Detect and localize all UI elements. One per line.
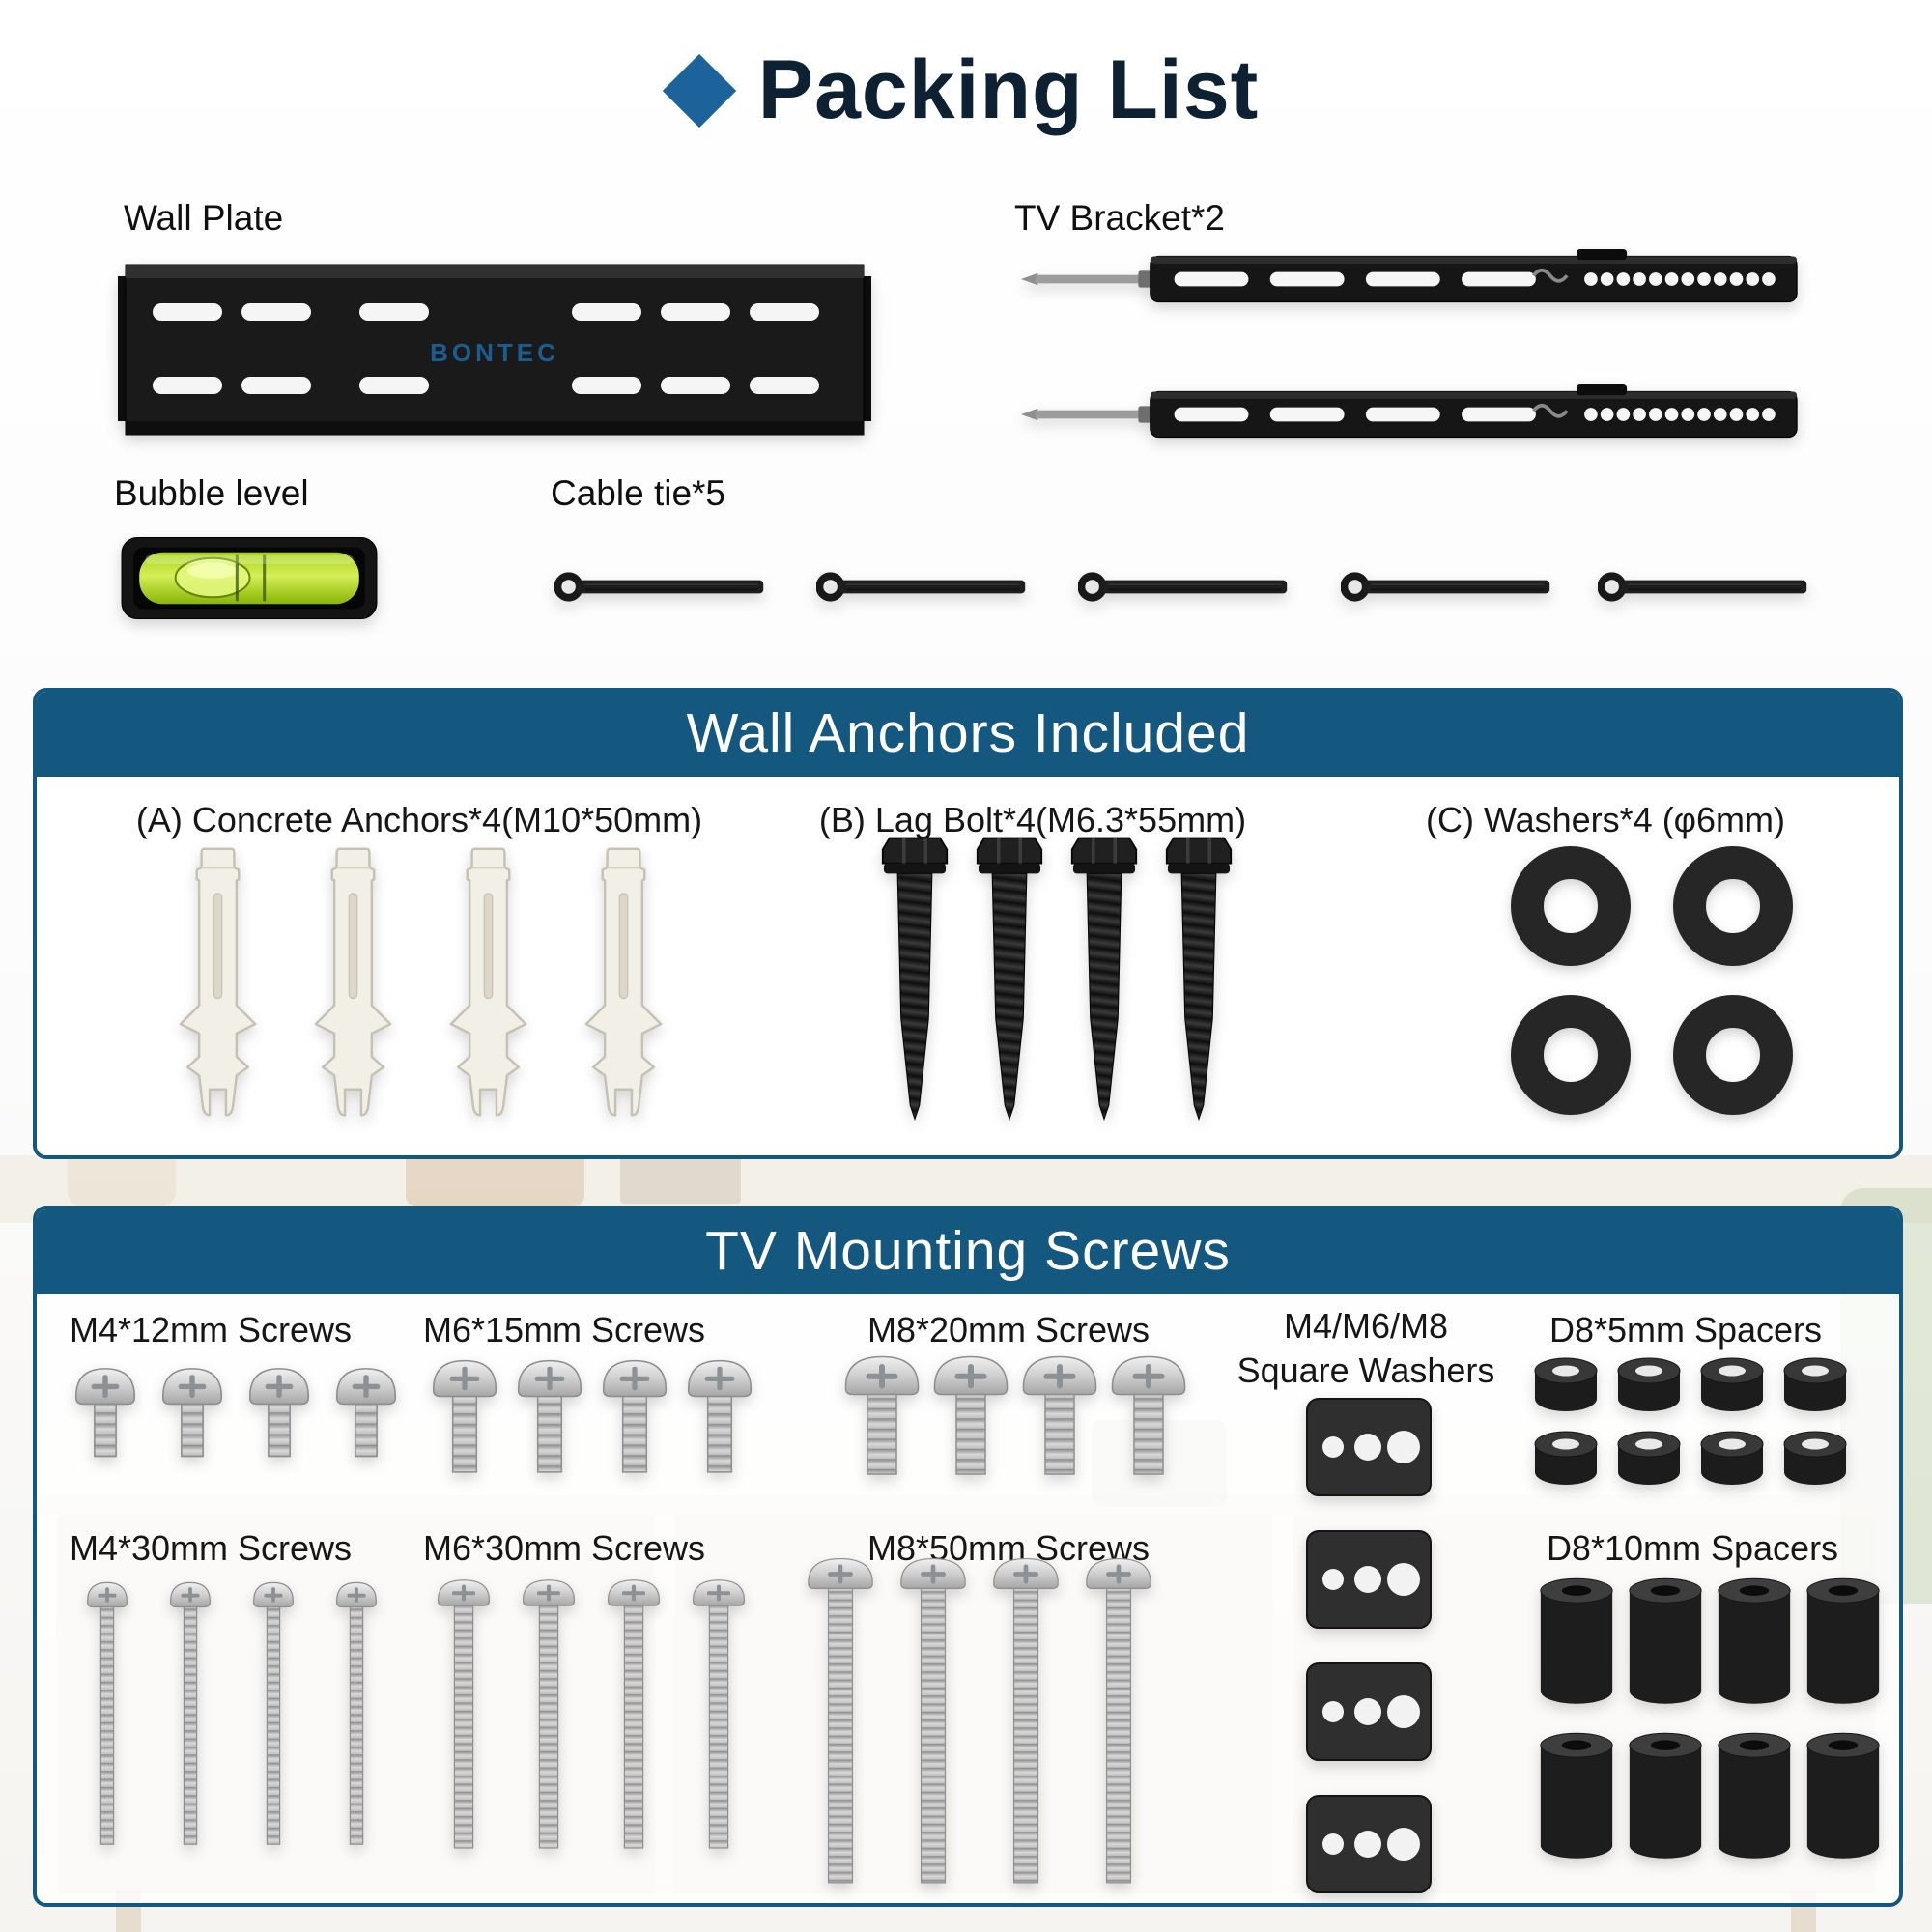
m6-30-screw-image [520,1577,578,1853]
washer-image [1511,995,1631,1115]
m6-30-screw-image [435,1577,493,1853]
lag-bolt-image [1162,835,1236,1123]
concrete-anchor-image [176,844,260,1124]
page-header: Packing List [0,43,1932,138]
d8-5-label: D8*5mm Spacers [1548,1310,1823,1350]
d8-10-spacer-image [1627,1731,1704,1862]
m6-30-screw-image [605,1577,663,1853]
m8-20-screw-image [1108,1352,1189,1480]
m4-30-screw-image [167,1580,213,1849]
m6-15-screw-image [429,1356,500,1478]
m6-15-screw-image [514,1356,585,1478]
m6-15-screw-image [599,1356,670,1478]
d8-5-spacer-image [1615,1356,1683,1414]
square-washers-label-line1: M4/M6/M8 [1283,1306,1449,1346]
d8-5-spacer-image [1781,1356,1849,1414]
bubble-level-label: Bubble level [114,473,309,513]
cable-tie-image [1078,568,1294,606]
diamond-icon [662,53,736,128]
d8-10-spacer-image [1716,1731,1793,1862]
d8-10-spacer-image [1627,1577,1704,1708]
lag-bolt-image [1067,835,1141,1123]
lag-bolts-label: (B) Lag Bolt*4(M6.3*55mm) [818,800,1247,839]
square-washer-image [1304,1793,1434,1895]
m6-15-screw-image [684,1356,755,1478]
m4-12-screw-image [71,1364,139,1463]
cable-tie-image [1341,568,1557,606]
concrete-anchors-label: (A) Concrete Anchors*4(M10*50mm) [135,800,703,839]
m8-20-screw-image [841,1352,923,1480]
d8-5-spacer-image [1698,1356,1766,1414]
bontec-logo: BONTEC [430,338,559,367]
m4-12-label: M4*12mm Screws [69,1310,353,1350]
washers-label: (C) Washers*4 (φ6mm) [1425,800,1786,839]
m8-50-screw-image [897,1555,969,1889]
tv-bracket-label: TV Bracket*2 [1014,198,1225,238]
d8-10-spacer-image [1538,1731,1615,1862]
square-washers-label-line2: Square Washers [1236,1350,1495,1390]
page-title: Packing List [757,43,1260,136]
wall-plate-image: BONTEC [118,264,871,436]
m4-30-screw-image [84,1580,130,1849]
m6-30-label: M6*30mm Screws [422,1528,706,1568]
tv-bracket-image [1016,384,1806,444]
cable-tie-label: Cable tie*5 [551,473,726,513]
square-washer-image [1304,1528,1434,1631]
square-washer-image [1304,1396,1434,1498]
m8-50-screw-image [990,1555,1062,1889]
d8-5-spacer-image [1698,1430,1766,1488]
tv-screws-header: TV Mounting Screws [37,1209,1899,1294]
lag-bolt-image [878,835,952,1123]
bubble-level-image [121,537,378,619]
d8-10-spacer-image [1716,1577,1793,1708]
square-washer-image [1304,1661,1434,1763]
m4-30-label: M4*30mm Screws [69,1528,353,1568]
d8-10-spacer-image [1804,1731,1882,1862]
m4-12-screw-image [245,1364,313,1463]
m8-50-screw-image [1083,1555,1154,1889]
d8-5-spacer-image [1615,1430,1683,1488]
cable-tie-image [554,568,771,606]
m4-12-screw-image [332,1364,400,1463]
d8-10-spacer-image [1804,1577,1882,1708]
m4-30-screw-image [250,1580,297,1849]
cable-tie-image [816,568,1033,606]
concrete-anchor-image [582,844,666,1124]
wall-anchors-header: Wall Anchors Included [37,692,1899,777]
m4-30-screw-image [333,1580,380,1849]
washer-image [1673,846,1793,966]
washer-image [1673,995,1793,1115]
d8-5-spacer-image [1532,1430,1600,1488]
m6-15-label: M6*15mm Screws [422,1310,706,1350]
tv-bracket-image [1016,249,1806,309]
tv-screws-panel: TV Mounting Screws M4*12mm Screws M6*15m… [33,1206,1903,1907]
d8-10-label: D8*10mm Spacers [1546,1528,1839,1568]
m4-12-screw-image [158,1364,226,1463]
d8-10-spacer-image [1538,1577,1615,1708]
m8-20-screw-image [930,1352,1011,1480]
wall-anchors-body: (A) Concrete Anchors*4(M10*50mm) (B) Lag… [37,777,1899,1155]
wall-plate-label: Wall Plate [124,198,284,238]
d8-5-spacer-image [1532,1356,1600,1414]
concrete-anchor-image [311,844,395,1124]
m8-50-screw-image [805,1555,876,1889]
m6-30-screw-image [690,1577,748,1853]
m8-20-screw-image [1019,1352,1100,1480]
concrete-anchor-image [446,844,530,1124]
m8-20-label: M8*20mm Screws [867,1310,1151,1350]
square-washers-label: M4/M6/M8 Square Washers [1221,1304,1511,1393]
lag-bolt-image [973,835,1046,1123]
tv-screws-body: M4*12mm Screws M6*15mm Screws M8*20mm Sc… [37,1294,1899,1903]
wall-anchors-panel: Wall Anchors Included (A) Concrete Ancho… [33,688,1903,1159]
washer-image [1511,846,1631,966]
d8-5-spacer-image [1781,1430,1849,1488]
cable-tie-image [1598,568,1814,606]
